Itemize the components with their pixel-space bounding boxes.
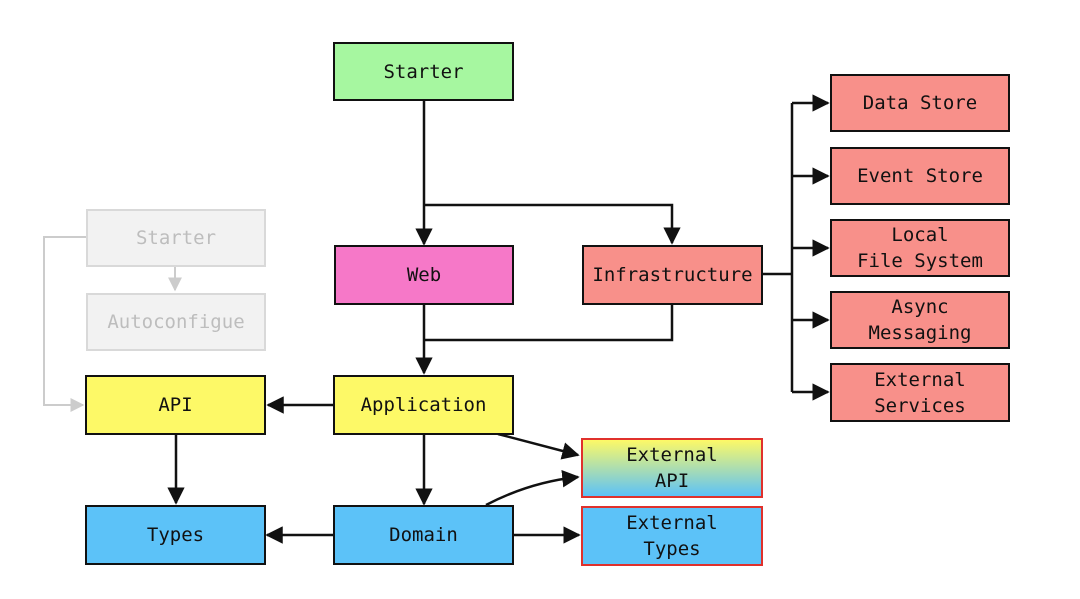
arrow-infrastructure-to-application — [424, 304, 674, 342]
ghost-arrow-starter-to-api — [43, 236, 86, 412]
event-store-node: Event Store — [830, 147, 1010, 205]
starter-node: Starter — [333, 42, 514, 101]
application-node: Application — [333, 375, 514, 435]
api-node: API — [85, 375, 266, 435]
infrastructure-node: Infrastructure — [582, 245, 763, 305]
ghost-starter-node: Starter — [86, 209, 266, 267]
external-types-node: External Types — [581, 506, 763, 566]
arrow-application-to-external-api — [497, 432, 580, 460]
external-api-node: External API — [581, 438, 763, 498]
async-messaging-node: Async Messaging — [830, 291, 1010, 349]
ghost-autoconfigure-node: Autoconfigue — [86, 293, 266, 351]
arrow-starter-to-infrastructure — [424, 203, 681, 245]
domain-node: Domain — [333, 505, 514, 565]
arrow-domain-to-external-api — [485, 469, 580, 507]
local-file-system-node: Local File System — [830, 219, 1010, 277]
data-store-node: Data Store — [830, 74, 1010, 132]
external-services-node: External Services — [830, 363, 1010, 422]
web-node: Web — [334, 245, 514, 305]
types-node: Types — [85, 505, 266, 565]
